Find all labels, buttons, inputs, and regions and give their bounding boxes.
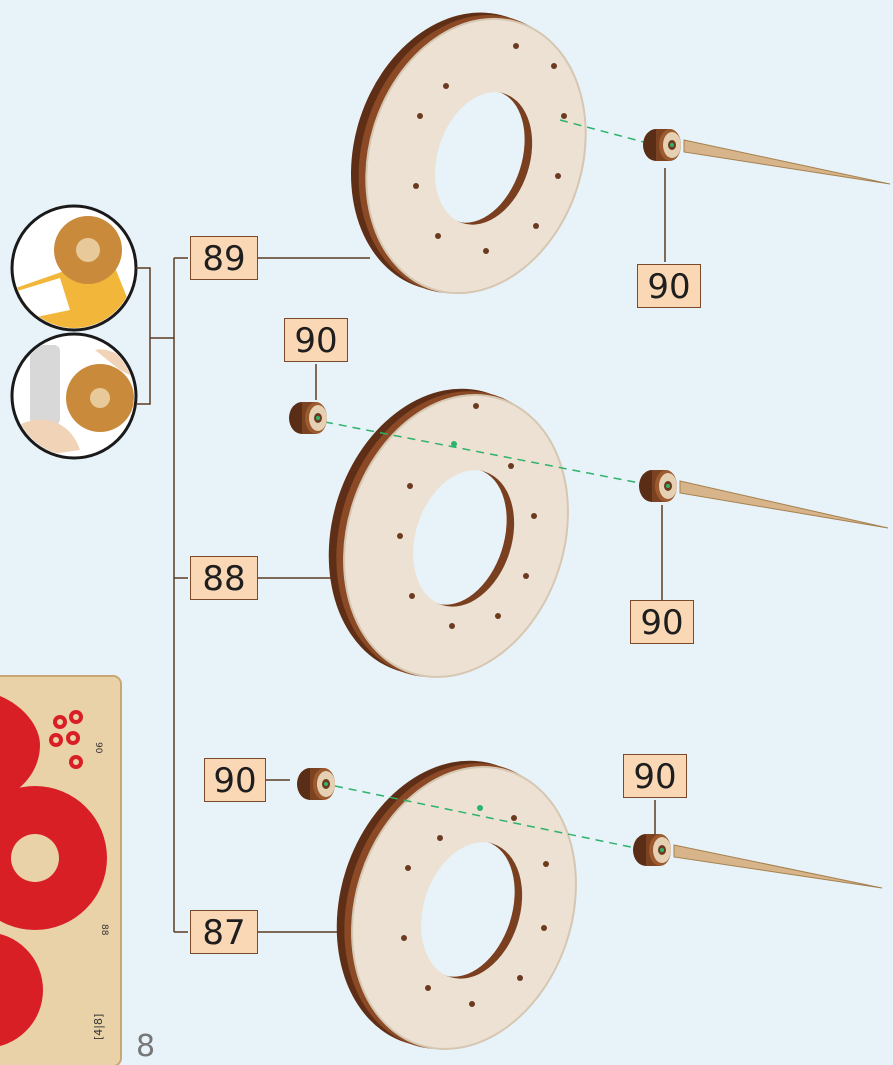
- label-spacer-90: 90: [637, 264, 701, 308]
- toothpick-icon: [684, 140, 890, 184]
- spacer-icon: [289, 402, 327, 434]
- spacer-icon: [297, 768, 335, 800]
- sheet-tag: [4|8]: [92, 1014, 105, 1040]
- spacer-icon: [643, 129, 681, 161]
- disc-89: [316, 0, 621, 324]
- spacer-icon: [639, 470, 677, 502]
- label-spacer-90: 90: [630, 600, 694, 644]
- label-part-89: 89: [190, 236, 258, 280]
- page-number: 8: [136, 1030, 155, 1064]
- disc-87: [301, 731, 612, 1065]
- toothpick-icon: [674, 845, 882, 888]
- label-part-87: 87: [190, 910, 258, 954]
- sheet-label-88: 88: [99, 924, 109, 936]
- toothpick-icon: [680, 481, 888, 528]
- label-spacer-90: 90: [204, 758, 266, 802]
- spacer-icon: [633, 834, 671, 866]
- label-part-88: 88: [190, 556, 258, 600]
- disc-88: [293, 359, 604, 708]
- parts-sheet: 90 88 [4|8]: [0, 676, 121, 1065]
- label-spacer-90: 90: [623, 754, 687, 798]
- gear-press-pin-icon: [10, 334, 140, 460]
- gear-peel-sticker-icon: [10, 200, 140, 340]
- icon-bracket: [136, 258, 188, 932]
- sheet-label-90: 90: [93, 742, 103, 754]
- label-spacer-90: 90: [284, 318, 348, 362]
